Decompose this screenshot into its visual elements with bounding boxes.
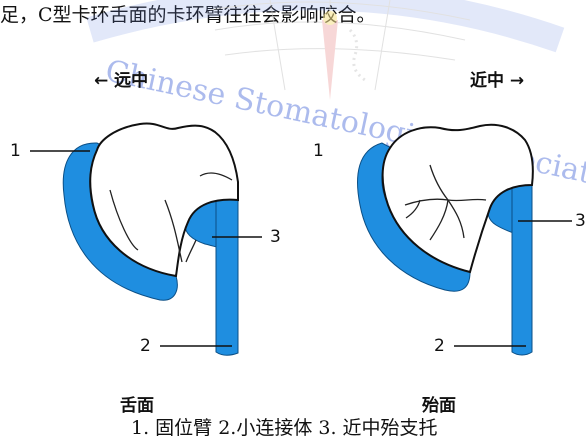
left-tooth-outline (89, 122, 239, 278)
right-connector (511, 184, 533, 356)
right-callout-3: 3 (575, 211, 586, 231)
left-connector (215, 199, 239, 356)
right-callout-2: 2 (434, 336, 445, 356)
figure-legend: 1. 固位臂 2.小连接体 3. 近中殆支托 (131, 417, 438, 439)
left-view-label: 舌面 (120, 396, 154, 416)
right-view-label: 殆面 (422, 396, 456, 416)
right-tooth-diagram (357, 123, 572, 356)
left-tooth-diagram (30, 122, 262, 356)
left-callout-1: 1 (10, 141, 21, 161)
watermark-globe (86, 0, 565, 100)
caption-top-text: 足，C型卡环舌面的卡环臂往往会影响咬合。 (0, 4, 376, 26)
left-direction-label: ← 远中 (94, 71, 149, 91)
right-direction-label: 近中 → (470, 71, 525, 91)
right-callout-1: 1 (313, 141, 324, 161)
left-callout-2: 2 (140, 336, 151, 356)
right-tooth-outline (381, 123, 534, 274)
left-callout-3: 3 (270, 227, 281, 247)
